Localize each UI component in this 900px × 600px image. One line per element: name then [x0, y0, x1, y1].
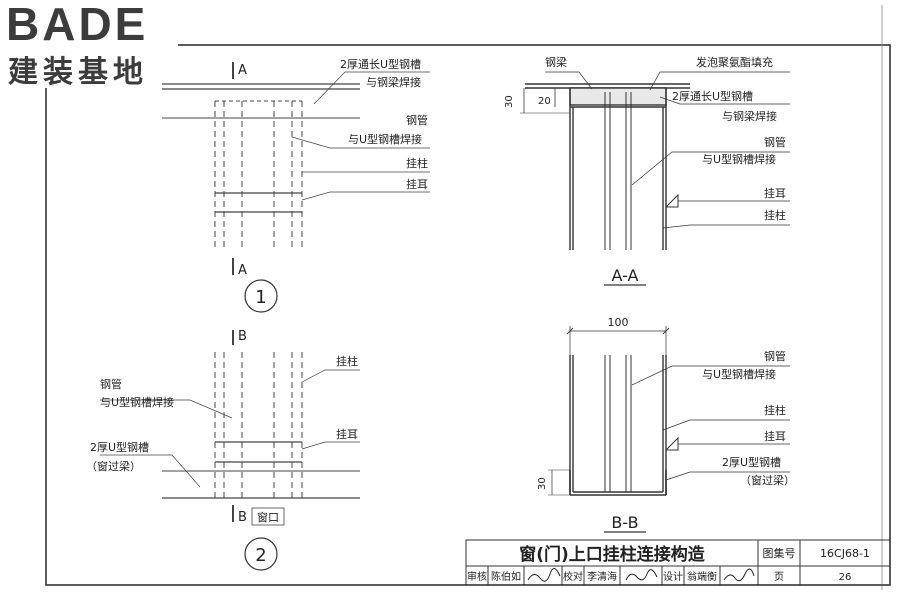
- svg-text:2: 2: [255, 545, 266, 566]
- designer-name: 翁端衡: [687, 570, 717, 583]
- checker-name: 李清海: [587, 570, 617, 583]
- page-label: 页: [774, 571, 784, 583]
- view2-channel-label-2: （窗过梁）: [86, 459, 141, 473]
- logo-tagline: 建装基地: [8, 55, 148, 90]
- atlas-number: 16CJ68-1: [820, 547, 870, 560]
- bade-logo: BADE 建装基地: [0, 0, 178, 90]
- view1-ear-label: 挂耳: [406, 177, 428, 191]
- bb-dim-30: 30: [537, 477, 548, 490]
- view2-ear-label: 挂耳: [336, 427, 358, 441]
- designer-signature: [723, 568, 755, 582]
- aa-section-title: A-A: [612, 266, 639, 285]
- svg-text:1: 1: [255, 287, 266, 308]
- reviewer-signature: [527, 568, 561, 582]
- bb-pipe-label-2: 与U型钢槽焊接: [702, 367, 776, 381]
- check-label: 校对: [563, 570, 583, 583]
- aa-pipe-label-1: 钢管: [764, 135, 786, 149]
- bb-post-label: 挂柱: [764, 403, 786, 417]
- section-bb-drawing: [548, 326, 790, 533]
- view1-u-channel-label-2: 与钢梁焊接: [366, 75, 421, 89]
- aa-beam-label: 钢梁: [545, 55, 567, 69]
- atlas-label: 图集号: [763, 546, 796, 560]
- bb-channel-label-1: 2厚U型钢槽: [722, 455, 781, 469]
- view1-cut-label-top: A: [238, 63, 247, 78]
- view1-pipe-label-2: 与U型钢槽焊接: [348, 132, 422, 146]
- bb-ear-label: 挂耳: [764, 429, 786, 443]
- aa-ear-label: 挂耳: [764, 186, 786, 200]
- view1-post-label: 挂柱: [406, 156, 428, 170]
- reviewer-name: 陈伯如: [491, 570, 521, 583]
- view2-pipe-label-2: 与U型钢槽焊接: [100, 395, 174, 409]
- view-1-elevation: [162, 62, 430, 275]
- view2-post-label: 挂柱: [336, 354, 358, 368]
- aa-pipe-label-2: 与U型钢槽焊接: [702, 152, 776, 166]
- view1-u-channel-label-1: 2厚通长U型钢槽: [340, 57, 421, 71]
- view-2-elevation: [100, 330, 360, 522]
- view2-number-badge: 2: [244, 537, 278, 571]
- aa-u-channel-label-2: 与钢梁焊接: [722, 109, 777, 123]
- view1-cut-label-bottom: A: [238, 263, 247, 278]
- view2-pipe-label-1: 钢管: [100, 377, 122, 391]
- logo-brand: BADE: [6, 0, 148, 50]
- view2-cut-label-top: B: [238, 329, 247, 344]
- aa-post-label: 挂柱: [764, 208, 786, 222]
- title-block: [465, 539, 891, 586]
- view2-cut-label-bottom: B: [238, 510, 247, 525]
- bb-channel-label-2: （窗过梁）: [740, 473, 795, 487]
- window-label: 窗口: [257, 510, 279, 524]
- window-label-box: [251, 507, 285, 526]
- page-number: 26: [839, 572, 852, 583]
- aa-dim-30: 30: [504, 95, 515, 108]
- bb-pipe-label-1: 钢管: [764, 349, 786, 363]
- view2-channel-label-1: 2厚U型钢槽: [90, 440, 149, 454]
- sheet-border: [45, 44, 891, 586]
- section-aa-drawing: [520, 71, 790, 286]
- aa-dim-20: 20: [538, 96, 551, 107]
- view1-pipe-label-1: 钢管: [406, 113, 428, 127]
- view1-number-badge: 1: [244, 279, 278, 313]
- aa-foam-label: 发泡聚氨酯填充: [696, 55, 773, 69]
- review-label: 审核: [467, 570, 487, 583]
- bb-dim-100: 100: [608, 316, 629, 329]
- aa-u-channel-label-1: 2厚通长U型钢槽: [672, 89, 753, 103]
- drawing-title: 窗(门)上口挂柱连接构造: [519, 544, 706, 565]
- bb-section-title: B-B: [611, 513, 638, 532]
- checker-signature: [625, 569, 658, 581]
- design-label: 设计: [663, 570, 683, 583]
